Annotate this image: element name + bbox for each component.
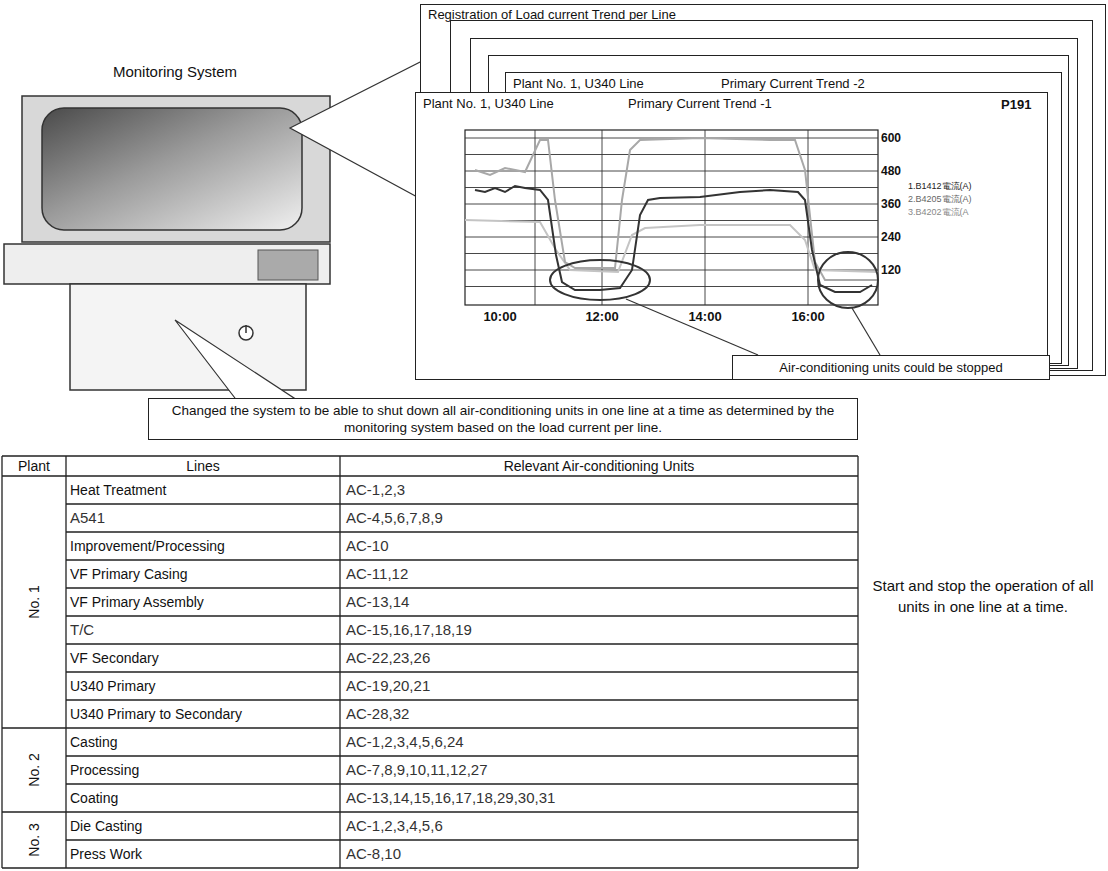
axis-value: 360 [881, 197, 901, 211]
keyboard-base [4, 244, 330, 284]
table-cell: AC-1,2,3,4,5,6 [346, 812, 854, 840]
plant-label: No. 2 [24, 728, 44, 812]
note-text: Changed the system to be able to shut do… [157, 402, 849, 436]
table-cell: AC-13,14,15,16,17,18,29,30,31 [346, 784, 854, 812]
table-cell: AC-22,23,26 [346, 644, 854, 672]
table-cell: VF Primary Assembly [70, 588, 338, 616]
table-cell: U340 Primary [70, 672, 338, 700]
trend-chart [415, 92, 1048, 380]
highlight-ellipse [818, 252, 878, 308]
table-lines [2, 456, 858, 868]
table-cell: AC-28,32 [346, 700, 854, 728]
axis-value: 120 [881, 263, 901, 277]
table-cell: A541 [70, 504, 338, 532]
system-label: Monitoring System [95, 62, 255, 82]
panel-title: Plant No. 1, U340 Line [513, 76, 644, 92]
monitor-housing [22, 96, 330, 242]
power-button [239, 326, 253, 340]
axis-value: 480 [881, 164, 901, 178]
table-cell: U340 Primary to Secondary [70, 700, 338, 728]
callout-text: Air-conditioning units could be stopped [779, 359, 1002, 376]
table-cell: Improvement/Processing [70, 532, 338, 560]
legend-entry: 2.B4205電流(A) [908, 193, 972, 205]
table-cell: AC-8,10 [346, 840, 854, 868]
chart-frame [465, 130, 878, 305]
time-label: 10:00 [476, 309, 524, 325]
table-cell: Press Work [70, 840, 338, 868]
highlight-ellipse [550, 260, 650, 300]
side-note: Start and stop the operation of all unit… [868, 575, 1098, 617]
table-cell: Casting [70, 728, 338, 756]
table-cell: Processing [70, 756, 338, 784]
table-cell: Coating [70, 784, 338, 812]
trend-line [475, 138, 878, 280]
panel-title: Plant No. 1, U340 Line [423, 96, 554, 112]
plant-label: No. 1 [24, 476, 44, 728]
legend-entry: 3.B4202電流(A [908, 206, 969, 218]
table-cell: AC-1,2,3 [346, 476, 854, 504]
note-box: Changed the system to be able to shut do… [148, 398, 858, 440]
leader-line [626, 299, 758, 355]
legend-entry: 1.B1412電流(A) [908, 180, 972, 192]
table-cell: VF Secondary [70, 644, 338, 672]
plant-label: No. 3 [24, 812, 44, 868]
panel-title: Registration of Load current Trend per L… [428, 7, 676, 23]
table-cell: VF Primary Casing [70, 560, 338, 588]
speech-wedge [290, 56, 432, 205]
time-label: 14:00 [681, 309, 729, 325]
panel-title: Primary Current Trend -1 [628, 96, 772, 112]
table-cell: AC-7,8,9,10,11,12,27 [346, 756, 854, 784]
table-cell: Die Casting [70, 812, 338, 840]
table-cell: AC-19,20,21 [346, 672, 854, 700]
table-cell: AC-1,2,3,4,5,6,24 [346, 728, 854, 756]
table-header: Lines [66, 456, 340, 476]
table-cell: AC-10 [346, 532, 854, 560]
monitor-screen [42, 108, 302, 230]
panel-title: P191 [1001, 97, 1031, 113]
trend-panel: Plant No. 1, U340 Line Primary Current Tr… [415, 92, 1048, 380]
table-cell: AC-13,14 [346, 588, 854, 616]
speech-wedge [175, 320, 300, 402]
axis-value: 240 [881, 230, 901, 244]
axis-value: 600 [881, 131, 901, 145]
callout-box: Air-conditioning units could be stopped [732, 355, 1050, 380]
table-cell: AC-15,16,17,18,19 [346, 616, 854, 644]
table-header: Plant [2, 456, 66, 476]
chart-grid [465, 130, 878, 305]
keyboard-key-block [258, 250, 318, 280]
table-cell: Heat Treatment [70, 476, 338, 504]
table-cell: AC-11,12 [346, 560, 854, 588]
table-cell: T/C [70, 616, 338, 644]
panel-title: Primary Current Trend -2 [721, 76, 865, 92]
time-label: 16:00 [784, 309, 832, 325]
table-header: Relevant Air-conditioning Units [340, 456, 858, 476]
trend-line [475, 186, 872, 292]
power-button-mark [245, 325, 247, 333]
time-label: 12:00 [578, 309, 626, 325]
leader-line [852, 308, 880, 355]
table-cell: AC-4,5,6,7,8,9 [346, 504, 854, 532]
